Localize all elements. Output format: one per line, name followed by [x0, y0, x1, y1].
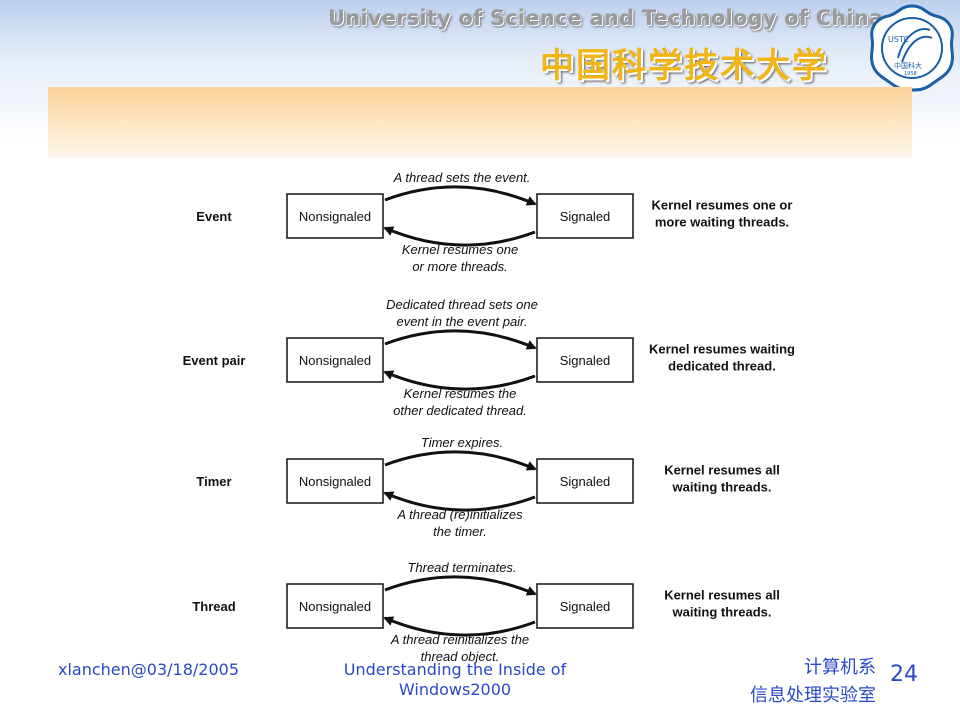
signal-arrow — [384, 329, 537, 350]
nonsignaled-label: Nonsignaled — [299, 599, 371, 614]
university-name-en: University of Science and Technology of … — [328, 6, 884, 30]
bottom-caption: other dedicated thread. — [393, 403, 527, 418]
nonsignaled-box — [286, 193, 384, 239]
reset-arrow — [383, 491, 536, 512]
bottom-caption: or more threads. — [412, 259, 507, 274]
bottom-caption: A thread reinitializes the — [390, 632, 529, 647]
result-caption: dedicated thread. — [668, 359, 776, 374]
reset-arrow — [383, 370, 536, 391]
footer-title-line1: Understanding the Inside of — [343, 660, 567, 679]
row-label: Thread — [192, 599, 235, 614]
bottom-caption: Kernel resumes one — [402, 242, 518, 257]
signaled-box — [536, 583, 634, 629]
result-caption: waiting threads. — [672, 605, 772, 620]
signaled-label: Signaled — [560, 353, 611, 368]
signaled-box — [536, 337, 634, 383]
footer-author-date: xlanchen@03/18/2005 — [58, 660, 239, 679]
top-caption: Dedicated thread sets one — [386, 297, 538, 312]
nonsignaled-box — [286, 458, 384, 504]
reset-arrow — [383, 226, 536, 247]
ustc-logo: USTC 中国科大 1958 — [868, 4, 956, 92]
svg-text:1958: 1958 — [904, 71, 917, 77]
bottom-caption: the timer. — [433, 524, 487, 539]
result-caption: Kernel resumes waiting — [649, 342, 795, 357]
signal-arrow — [384, 450, 537, 471]
top-caption: A thread sets the event. — [393, 170, 531, 185]
signaled-box — [536, 193, 634, 239]
signaled-label: Signaled — [560, 599, 611, 614]
orange-title-band — [48, 87, 912, 157]
nonsignaled-label: Nonsignaled — [299, 353, 371, 368]
footer-department: 计算机系 信息处理实验室 — [706, 654, 876, 710]
nonsignaled-label: Nonsignaled — [299, 209, 371, 224]
nonsignaled-box — [286, 337, 384, 383]
top-caption: Timer expires. — [421, 435, 503, 450]
nonsignaled-box — [286, 583, 384, 629]
signaled-box — [536, 458, 634, 504]
row-label: Event pair — [183, 353, 246, 368]
footer-dept-line1: 计算机系 — [804, 657, 876, 678]
bottom-caption: thread object. — [421, 649, 500, 664]
top-caption: Thread terminates. — [407, 560, 516, 575]
svg-text:USTC: USTC — [888, 35, 909, 44]
signaled-label: Signaled — [560, 209, 611, 224]
result-caption: Kernel resumes all — [664, 588, 780, 603]
signal-arrow — [384, 575, 537, 596]
top-caption: event in the event pair. — [396, 314, 527, 329]
result-caption: Kernel resumes all — [664, 463, 780, 478]
signal-arrow — [384, 185, 537, 206]
footer-title-line2: Windows2000 — [398, 680, 512, 699]
university-name-cn: 中国科学技术大学 — [540, 46, 828, 86]
result-caption: more waiting threads. — [655, 215, 789, 230]
nonsignaled-label: Nonsignaled — [299, 474, 371, 489]
row-label: Timer — [196, 474, 231, 489]
row-label: Event — [196, 209, 232, 224]
result-caption: Kernel resumes one or — [652, 198, 793, 213]
result-caption: waiting threads. — [672, 480, 772, 495]
footer-dept-line2: 信息处理实验室 — [750, 685, 876, 706]
reset-arrow — [383, 616, 536, 637]
svg-text:中国科大: 中国科大 — [894, 61, 922, 70]
bottom-caption: Kernel resumes the — [404, 386, 517, 401]
signaled-label: Signaled — [560, 474, 611, 489]
page-number: 24 — [890, 662, 918, 687]
footer-title: Understanding the Inside of Windows2000 — [330, 660, 580, 700]
bottom-caption: A thread (re)initializes — [396, 507, 523, 522]
